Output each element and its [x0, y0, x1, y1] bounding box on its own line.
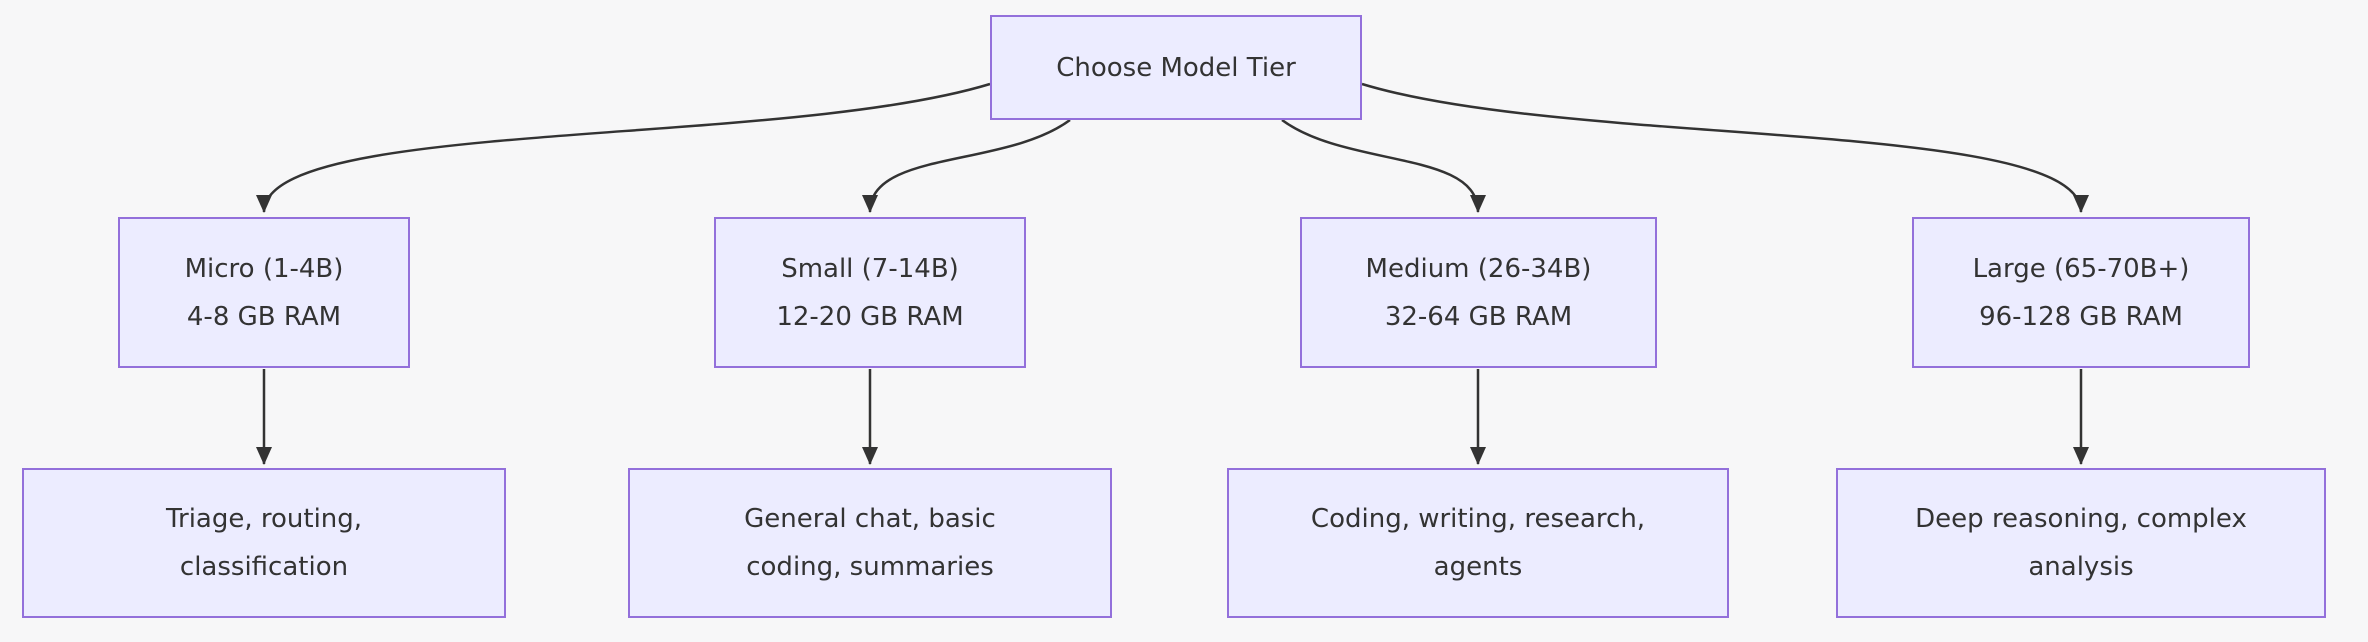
- tier-ram: 12-20 GB RAM: [776, 301, 964, 332]
- tier-ram: 96-128 GB RAM: [1979, 301, 2183, 332]
- node-tier-medium: Medium (26-34B) 32-64 GB RAM: [1300, 217, 1657, 368]
- node-tier-micro: Micro (1-4B) 4-8 GB RAM: [118, 217, 410, 368]
- edge-root-to-medium: [1281, 118, 1486, 213]
- node-use-micro: Triage, routing, classification: [22, 468, 506, 618]
- node-tier-small: Small (7-14B) 12-20 GB RAM: [714, 217, 1026, 368]
- use-case-line: coding, summaries: [746, 552, 994, 582]
- use-case-line: classification: [179, 552, 349, 582]
- edge-root-to-micro: [256, 82, 991, 213]
- tier-ram: 32-64 GB RAM: [1384, 301, 1573, 332]
- tier-ram: 4-8 GB RAM: [186, 301, 342, 332]
- tier-name: Medium (26-34B): [1365, 253, 1592, 284]
- node-use-large: Deep reasoning, complex analysis: [1836, 468, 2326, 618]
- use-case-line: analysis: [2028, 552, 2134, 582]
- tier-name: Small (7-14B): [781, 253, 959, 284]
- node-use-medium: Coding, writing, research, agents: [1227, 468, 1729, 618]
- edge-root-to-small: [862, 118, 1071, 213]
- use-case-line: agents: [1433, 552, 1523, 582]
- node-tier-large: Large (65-70B+) 96-128 GB RAM: [1912, 217, 2250, 368]
- use-case-line: General chat, basic: [744, 504, 996, 534]
- tier-name: Large (65-70B+): [1972, 253, 2190, 284]
- use-case-line: Triage, routing,: [165, 504, 363, 534]
- use-case-line: Deep reasoning, complex: [1915, 504, 2247, 534]
- use-case-line: Coding, writing, research,: [1310, 504, 1646, 534]
- tier-name: Micro (1-4B): [184, 253, 344, 284]
- node-use-small: General chat, basic coding, summaries: [628, 468, 1112, 618]
- node-choose-model-tier: Choose Model Tier: [990, 15, 1362, 120]
- node-choose-model-tier-label: Choose Model Tier: [1056, 52, 1296, 83]
- edge-root-to-large: [1361, 82, 2089, 213]
